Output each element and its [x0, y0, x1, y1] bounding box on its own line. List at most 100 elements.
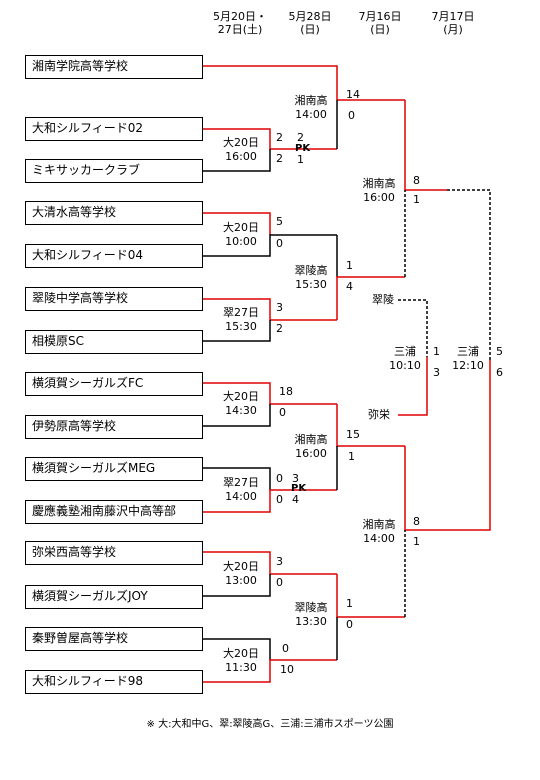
line-r3b-top [404, 446, 447, 531]
score: 6 [496, 366, 503, 379]
line-r1b-bot [203, 234, 337, 257]
team-box: 横須賀シーガルズFC [25, 372, 203, 396]
team-box: 湘南学院高等学校 [25, 55, 203, 79]
team-box: 伊勢原高等学校 [25, 415, 203, 439]
score: 3 [433, 366, 440, 379]
side-lower-team: 弥栄 [368, 408, 390, 421]
match-venue: 翠陵高 [294, 601, 328, 614]
score: 3 [276, 301, 283, 314]
match-venue: 三浦 [394, 345, 416, 358]
score: 0 [348, 109, 355, 122]
score: 0 [276, 493, 283, 506]
header-round2-line1: 5月28日 [288, 10, 332, 23]
line-r2b-bot [336, 276, 405, 320]
header-round4-line1: 7月17日 [431, 10, 475, 23]
line-r1f-top [203, 551, 337, 575]
match-time: 10:00 [225, 235, 257, 248]
team-box: 横須賀シーガルズMEG [25, 457, 203, 481]
match-venue: 翠27日 [223, 306, 259, 319]
line-r1e-top [203, 467, 271, 490]
line-r1a-top [203, 128, 337, 150]
team-box: 翠陵中学高等学校 [25, 287, 203, 311]
score: 1 [348, 450, 355, 463]
line-final-bot [447, 360, 491, 531]
score: 0 [276, 576, 283, 589]
score: 4 [292, 493, 299, 506]
match-time: 10:10 [389, 359, 421, 372]
match-time: 16:00 [225, 150, 257, 163]
line-side-top [398, 299, 428, 357]
match-venue: 大20日 [223, 390, 259, 403]
header-round4: 7月17日 (月) [418, 10, 488, 36]
line-r3a-top [404, 100, 447, 191]
score: 14 [346, 88, 360, 101]
score: 8 [413, 515, 420, 528]
score: 1 [297, 153, 304, 166]
venue-note: ※ 大:大和中G、翠:翠陵高G、三浦:三浦市スポーツ公園 [146, 719, 394, 730]
match-venue: 大20日 [223, 221, 259, 234]
score: 1 [413, 535, 420, 548]
match-time: 15:30 [295, 278, 327, 291]
line-r1g-bot [203, 659, 337, 683]
score: 10 [280, 663, 294, 676]
score: 18 [279, 385, 293, 398]
header-round1-line2: 27日(土) [217, 23, 263, 36]
header-round1-line1: 5月20日・ [213, 10, 267, 23]
match-time: 16:00 [363, 191, 395, 204]
pk-mark: PK [291, 483, 307, 494]
line-team1 [203, 65, 338, 100]
line-r1e-bot [203, 489, 337, 513]
score: 0 [276, 237, 283, 250]
team-box: 秦野曽屋高等学校 [25, 627, 203, 651]
match-venue: 湘南高 [294, 433, 328, 446]
header-round1: 5月20日・ 27日(土) [205, 10, 275, 36]
team-box: 横須賀シーガルズJOY [25, 585, 203, 609]
match-venue: 大20日 [223, 560, 259, 573]
side-upper-team: 翠陵 [372, 293, 394, 306]
match-time: 12:10 [452, 359, 484, 372]
header-round3-line2: (日) [370, 23, 390, 36]
score: 2 [276, 131, 283, 144]
line-side-bot [398, 357, 428, 416]
header-round2: 5月28日 (日) [275, 10, 345, 36]
match-time: 14:00 [225, 490, 257, 503]
line-final-top [447, 189, 491, 360]
score: 1 [433, 345, 440, 358]
score: 15 [346, 428, 360, 441]
score: 2 [297, 131, 304, 144]
header-round2-line2: (日) [300, 23, 320, 36]
match-venue: 湘南高 [294, 94, 328, 107]
match-time: 15:30 [225, 320, 257, 333]
score: 1 [346, 259, 353, 272]
line-r1c-top [203, 298, 337, 321]
team-box: 弥栄西高等学校 [25, 541, 203, 565]
line-r1c-bot [203, 320, 271, 342]
line-r1d-top [203, 382, 337, 405]
team-box: 慶應義塾湘南藤沢中高等部 [25, 500, 203, 524]
header-round3-line1: 7月16日 [358, 10, 402, 23]
score: 1 [413, 193, 420, 206]
score: 0 [282, 642, 289, 655]
team-box: 大和シルフィード98 [25, 670, 203, 694]
pk-mark: PK [295, 143, 311, 154]
match-time: 14:00 [295, 108, 327, 121]
team-box: 大和シルフィード04 [25, 244, 203, 268]
match-time: 16:00 [295, 447, 327, 460]
match-venue: 翠陵高 [294, 264, 328, 277]
score: 8 [413, 174, 420, 187]
match-venue: 湘南高 [362, 518, 396, 531]
team-box: 相模原SC [25, 330, 203, 354]
score: 1 [346, 597, 353, 610]
line-r1a-bot [203, 149, 271, 172]
match-time: 11:30 [225, 661, 257, 674]
team-box: 大和シルフィード02 [25, 117, 203, 141]
match-time: 13:30 [295, 615, 327, 628]
match-venue: 三浦 [457, 345, 479, 358]
score: 2 [276, 322, 283, 335]
line-r1f-bot [203, 574, 271, 597]
team-box: 大清水高等学校 [25, 201, 203, 225]
match-time: 14:00 [363, 532, 395, 545]
score: 5 [496, 345, 503, 358]
header-round4-line2: (月) [443, 23, 463, 36]
score: 4 [346, 280, 353, 293]
